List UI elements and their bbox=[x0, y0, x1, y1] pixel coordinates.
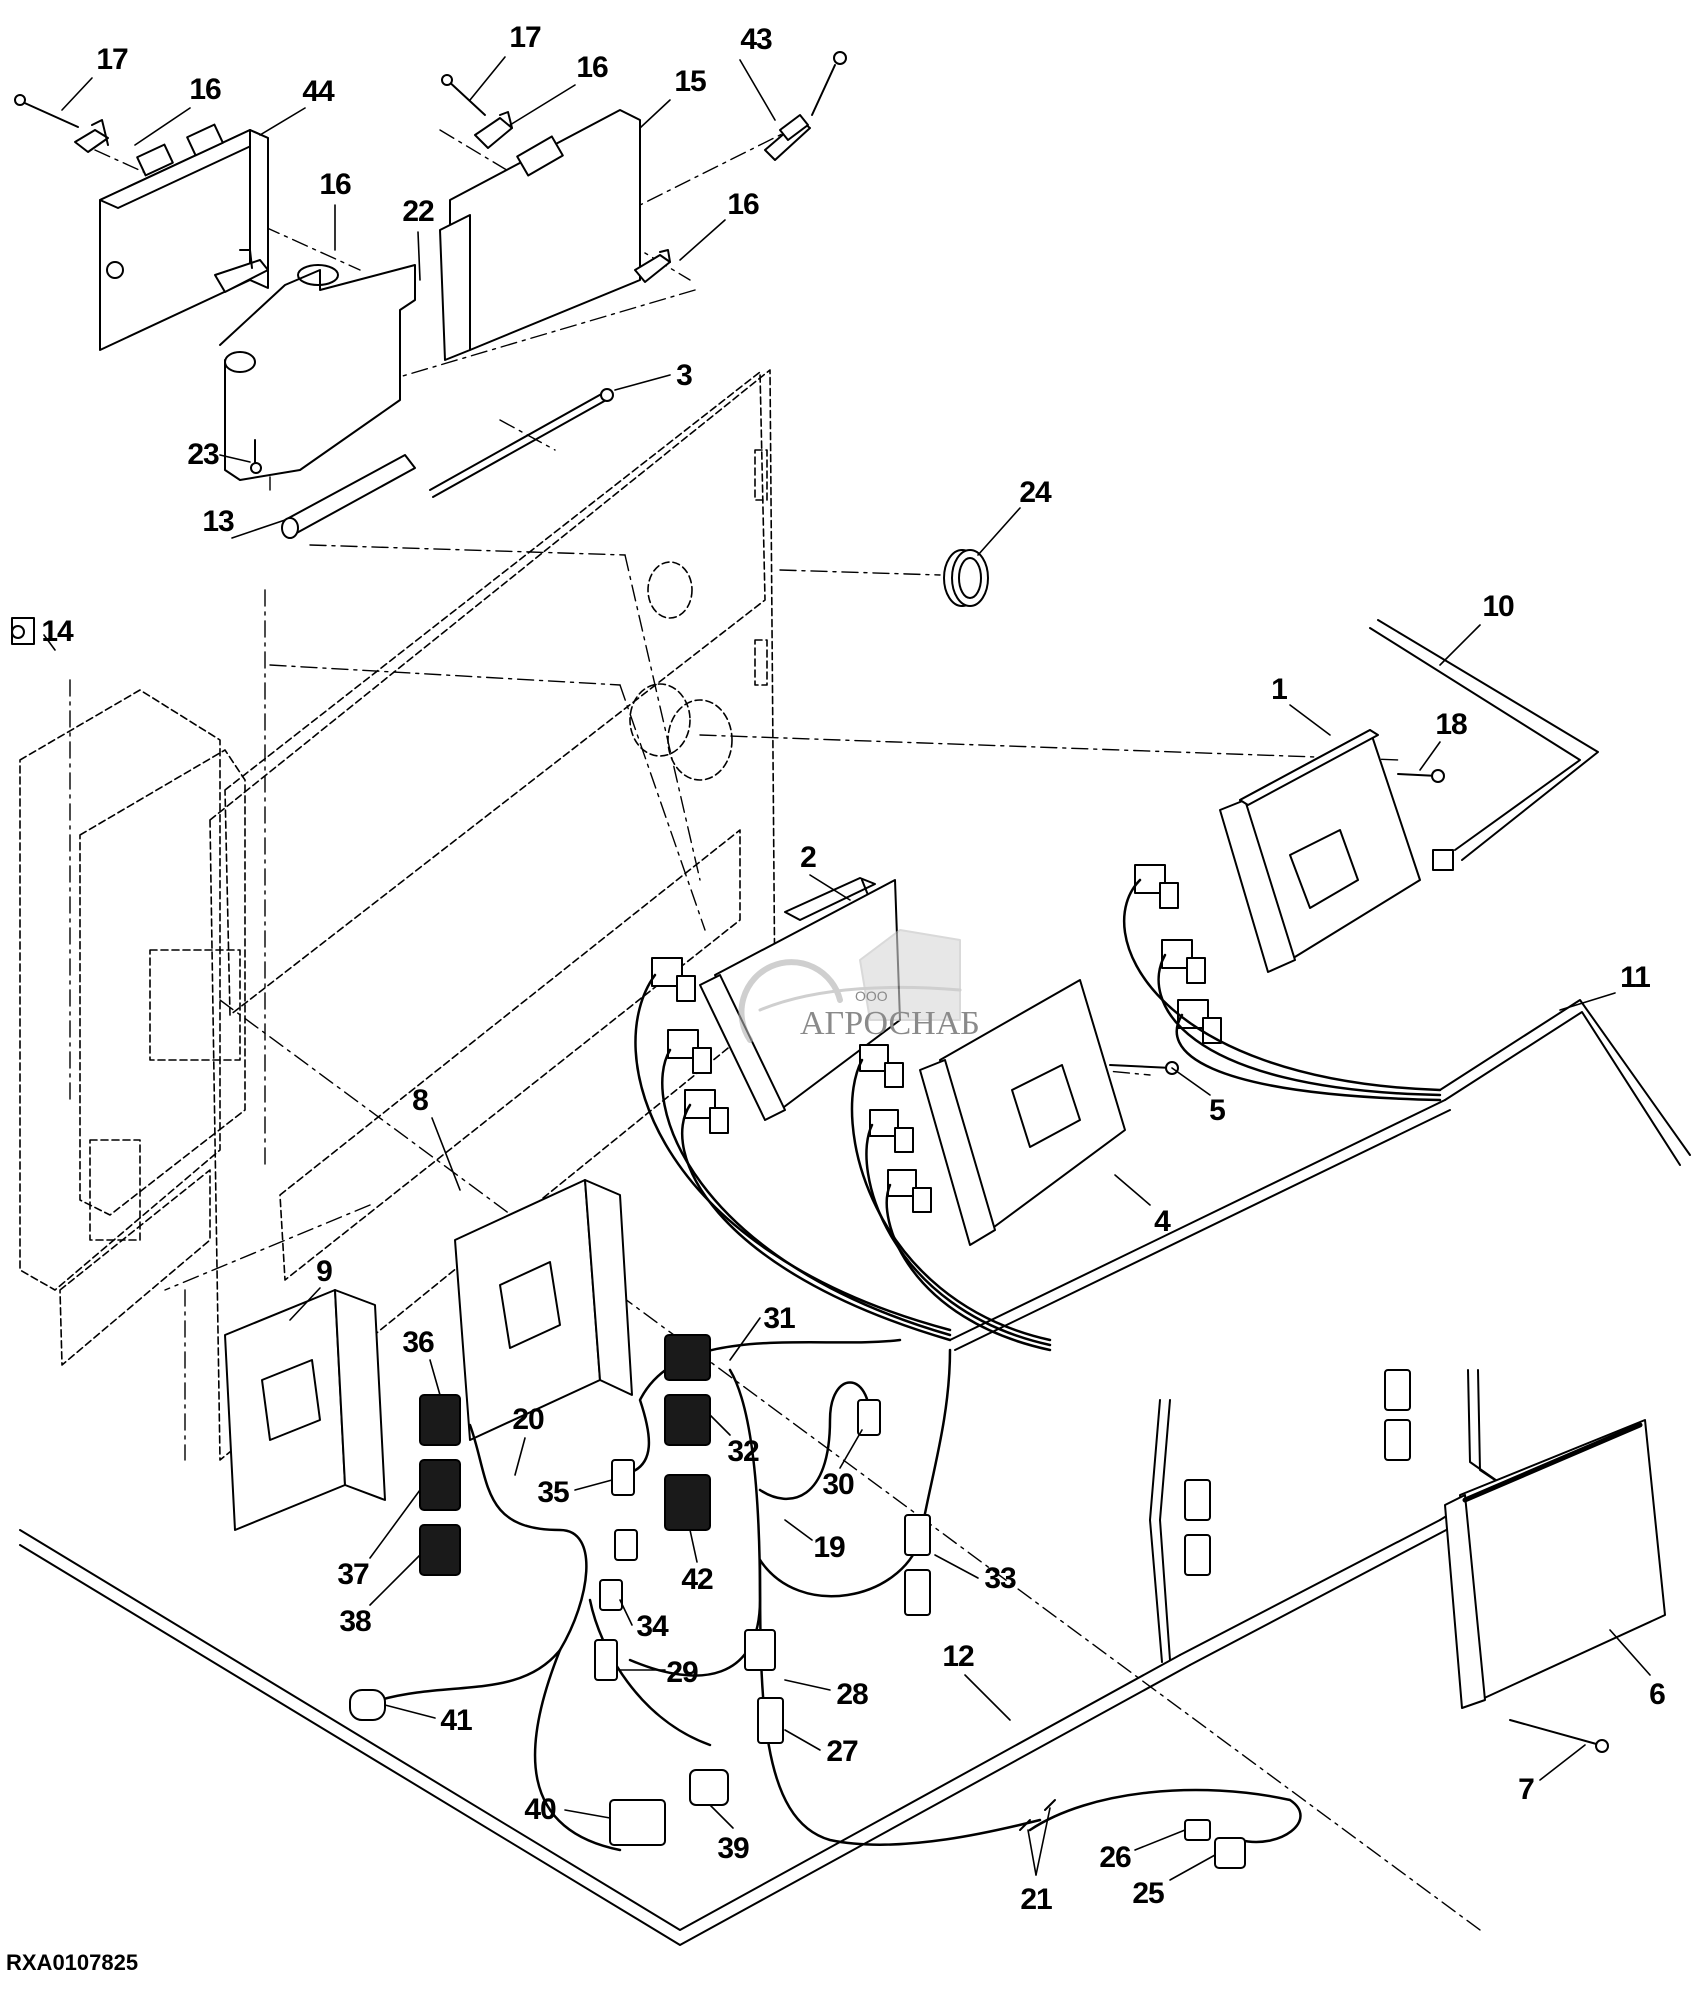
watermark-logo-icon bbox=[741, 930, 960, 1040]
clip-16-right bbox=[635, 250, 670, 282]
callout-23-screw: 23 bbox=[187, 438, 219, 471]
clip-16-left bbox=[75, 120, 108, 152]
rod-3 bbox=[430, 389, 613, 497]
callout-13-spacer: 13 bbox=[202, 505, 234, 538]
callout-19-harness: 19 bbox=[813, 1531, 845, 1564]
callout-40-connector: 40 bbox=[524, 1793, 556, 1826]
callout-18-screw: 18 bbox=[1435, 708, 1467, 741]
bolt-17-left bbox=[15, 95, 78, 127]
callout-30-connector: 30 bbox=[822, 1468, 854, 1501]
callout-17-bolt: 17 bbox=[509, 21, 541, 54]
callout-7-screw: 7 bbox=[1518, 1773, 1535, 1806]
bolt-17-center bbox=[442, 75, 485, 115]
callout-5-screw: 5 bbox=[1209, 1094, 1226, 1127]
callout-25-connector: 25 bbox=[1132, 1877, 1164, 1910]
callout-35-connector: 35 bbox=[537, 1476, 569, 1509]
callout-29-connector: 29 bbox=[666, 1656, 698, 1689]
callout-12-harness: 12 bbox=[942, 1640, 974, 1673]
callout-28-connector: 28 bbox=[836, 1678, 868, 1711]
controller-9 bbox=[225, 1290, 385, 1530]
connector-small bbox=[350, 1400, 1245, 1868]
clip-16-center bbox=[215, 250, 268, 292]
callout-1-controller: 1 bbox=[1271, 673, 1288, 706]
callout-33-connector: 33 bbox=[984, 1562, 1016, 1595]
callout-17-bolt: 17 bbox=[96, 43, 128, 76]
callout-16-clip: 16 bbox=[319, 168, 351, 201]
connector-blocks bbox=[420, 1335, 710, 1575]
callout-22-bracket: 22 bbox=[402, 195, 434, 228]
callout-3-rod: 3 bbox=[676, 359, 693, 392]
controller-44 bbox=[100, 125, 268, 350]
callout-21-harness: 21 bbox=[1020, 1883, 1052, 1916]
controller-1 bbox=[1220, 730, 1453, 972]
callout-8-controller: 8 bbox=[412, 1084, 429, 1117]
callout-11-harness: 11 bbox=[1620, 961, 1651, 994]
callout-38-connector: 38 bbox=[339, 1605, 371, 1638]
screw-23 bbox=[251, 440, 261, 473]
connector-pairs-right bbox=[1185, 1370, 1410, 1575]
bracket-22 bbox=[220, 265, 415, 480]
callout-14-nut: 14 bbox=[41, 615, 73, 648]
harness-11-12 bbox=[20, 1000, 1690, 1945]
callout-16-clip: 16 bbox=[189, 73, 221, 106]
harness-10 bbox=[1370, 620, 1598, 860]
callout-39-connector: 39 bbox=[717, 1832, 749, 1865]
controller-15 bbox=[440, 110, 640, 360]
callout-44-controller: 44 bbox=[302, 75, 334, 108]
callout-6-controller: 6 bbox=[1649, 1678, 1666, 1711]
screw-18 bbox=[1398, 770, 1444, 782]
wire-bundles bbox=[635, 880, 1440, 1350]
callout-26-connector: 26 bbox=[1099, 1841, 1131, 1874]
controller-6 bbox=[1445, 1420, 1665, 1708]
harness-21-end bbox=[1020, 1800, 1055, 1830]
callout-15-controller: 15 bbox=[674, 65, 706, 98]
callout-34-connector: 34 bbox=[636, 1610, 668, 1643]
connector-43 bbox=[765, 52, 846, 160]
callout-2-bracket: 2 bbox=[800, 841, 817, 874]
callout-20-harness: 20 bbox=[512, 1403, 544, 1436]
controller-4 bbox=[920, 980, 1125, 1245]
callout-32-connector: 32 bbox=[727, 1435, 759, 1468]
mounting-panel bbox=[20, 370, 775, 1460]
callout-9-controller: 9 bbox=[316, 1255, 333, 1288]
callout-24-grommet: 24 bbox=[1019, 476, 1051, 509]
watermark-text: АГРОСНАБ bbox=[800, 1005, 980, 1042]
callout-16-clip: 16 bbox=[727, 188, 759, 221]
callout-4-controller: 4 bbox=[1154, 1205, 1171, 1238]
callout-27-connector: 27 bbox=[826, 1735, 858, 1768]
callout-43-connector: 43 bbox=[740, 23, 772, 56]
screw-7 bbox=[1510, 1720, 1608, 1752]
grommet-24 bbox=[944, 550, 988, 606]
nut-14 bbox=[12, 618, 34, 644]
callout-10-harness: 10 bbox=[1482, 590, 1514, 623]
spacer-13 bbox=[282, 455, 415, 538]
callout-37-connector: 37 bbox=[337, 1558, 369, 1591]
callout-16-clip: 16 bbox=[576, 51, 608, 84]
figure-id: RXA0107825 bbox=[6, 1950, 139, 1975]
callout-31-connector: 31 bbox=[763, 1302, 795, 1335]
watermark-prefix: ООО bbox=[855, 988, 888, 1004]
callout-41-connector: 41 bbox=[440, 1704, 472, 1737]
callout-42-connector: 42 bbox=[681, 1563, 713, 1596]
clip-16-top bbox=[475, 112, 512, 148]
leader-lines bbox=[44, 57, 1650, 1880]
callout-36-connector: 36 bbox=[402, 1326, 434, 1359]
controller-8 bbox=[455, 1180, 632, 1440]
